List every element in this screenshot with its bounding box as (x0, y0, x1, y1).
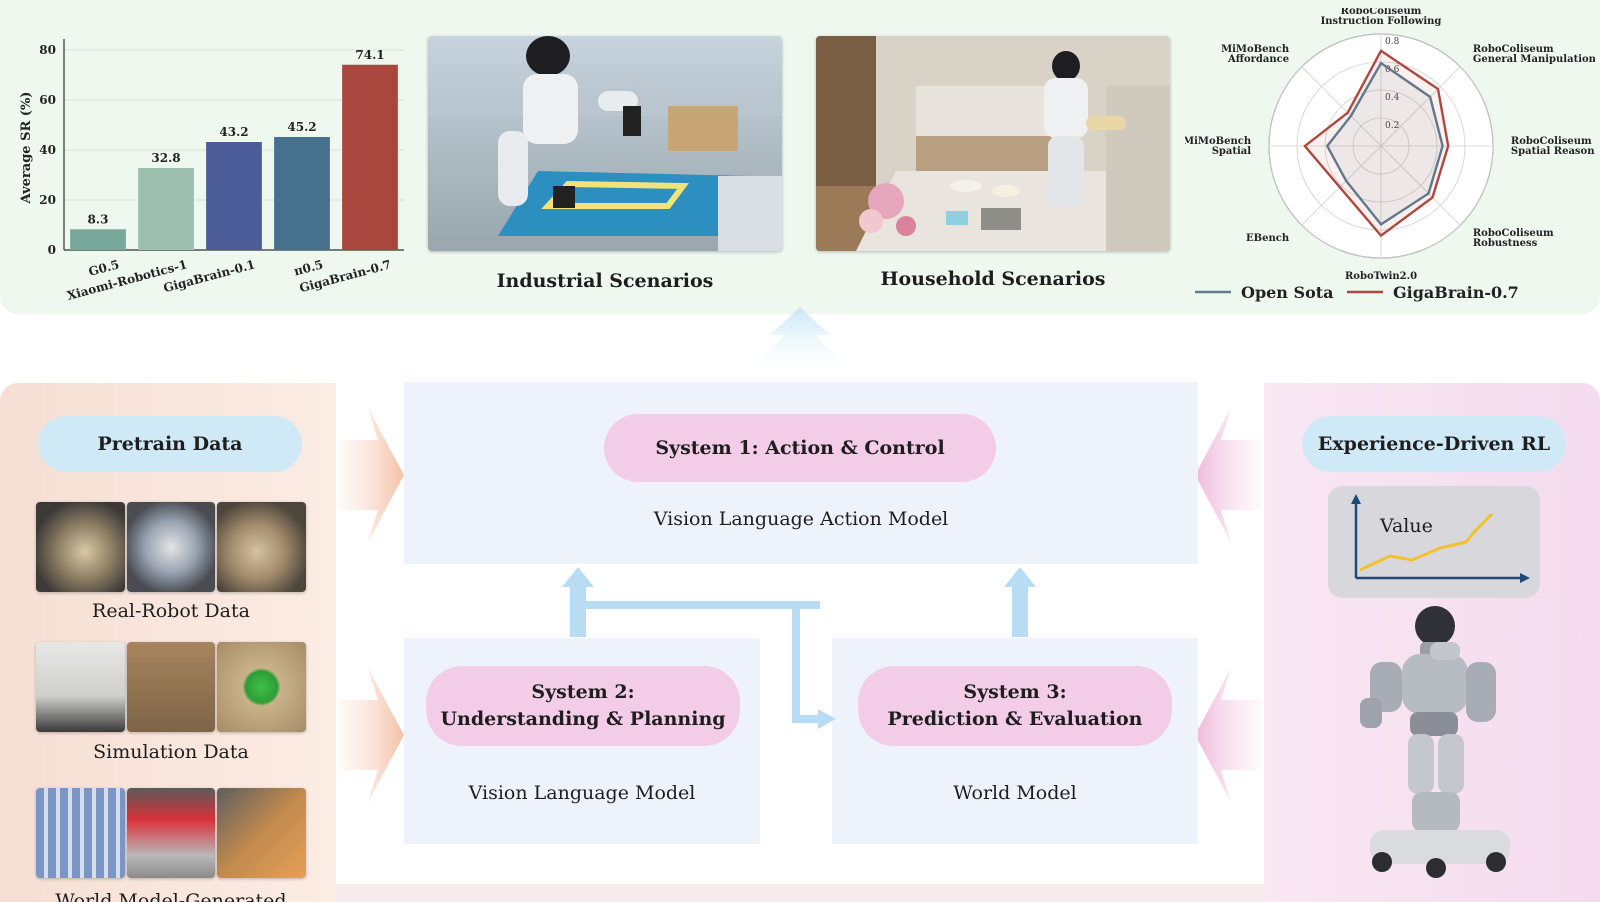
up-arrow-to-results (745, 307, 855, 375)
left-input-arrows (338, 408, 404, 802)
system3-title: System 3: (963, 681, 1067, 703)
simulation-data-label: Simulation Data (93, 741, 249, 763)
radar-axis-label: Spatial Reasoning (1511, 146, 1595, 157)
y-tick-label: 80 (39, 43, 56, 57)
radar-axis-label: RoboColiseum (1473, 228, 1554, 239)
right-input-arrows (1195, 408, 1261, 802)
system3-pill: System 3: Prediction & Evaluation (858, 666, 1172, 746)
y-tick-label: 40 (39, 143, 56, 157)
system3-subtitle: Prediction & Evaluation (887, 708, 1143, 730)
bar-value-label: 74.1 (355, 48, 384, 62)
y-tick-label: 20 (39, 193, 56, 207)
radar-axis-label: General Manipulation (1473, 54, 1595, 65)
radar-spoke (1380, 66, 1461, 147)
simulation-image (126, 642, 216, 732)
bar (274, 137, 330, 250)
bar (342, 64, 398, 250)
value-label: Value (1380, 515, 1433, 537)
radar-axis-label: RoboColiseum (1473, 44, 1554, 55)
radar-axis-label: RoboColiseum (1511, 136, 1592, 147)
radar-spoke (1380, 145, 1461, 226)
system2-title: System 2: (531, 681, 635, 703)
y-tick-label: 0 (48, 243, 56, 257)
y-tick-label: 60 (39, 93, 56, 107)
bar (206, 142, 262, 250)
y-axis-title: Average SR (%) (19, 92, 34, 205)
radar-series-polygon (1303, 49, 1450, 238)
real-robot-image (217, 502, 307, 592)
system3-model-label: World Model (953, 782, 1077, 804)
bar-value-label: 45.2 (287, 120, 316, 134)
world-model-image (217, 788, 307, 878)
radar-axis-label: Spatial (1212, 146, 1252, 157)
radar-spoke (1301, 66, 1382, 147)
system2-pill: System 2: Understanding & Planning (426, 666, 740, 746)
radar-ring-label: 0.8 (1385, 37, 1400, 47)
system1-model-label: Vision Language Action Model (653, 508, 949, 530)
real-robot-image (126, 502, 216, 592)
household-scene-photo (816, 36, 1170, 251)
world-model-image (36, 788, 125, 878)
simulation-thumbnails (36, 642, 307, 732)
value-curve-chart (1351, 494, 1530, 583)
bar (70, 229, 126, 250)
radar-ring-label: 0.4 (1385, 93, 1400, 103)
world-model-image (126, 788, 216, 878)
radar-axis-label: EBench (1246, 233, 1290, 244)
radar-axis-label: RoboTwin2.0 (1345, 271, 1417, 282)
bar (138, 168, 194, 250)
industrial-scene-photo (428, 36, 782, 251)
system2-model-label: Vision Language Model (468, 782, 696, 804)
radar-ring-label: 0.2 (1385, 121, 1399, 131)
humanoid-robot-image (1360, 606, 1510, 878)
simulation-image (217, 642, 307, 732)
system-connection-arrows (562, 567, 1036, 729)
bar-value-label: 43.2 (219, 125, 248, 139)
radar-axis-label: Robustness (1473, 238, 1538, 249)
radar-series-polygon (1325, 61, 1444, 226)
bar-value-label: 32.8 (151, 151, 180, 165)
real-robot-image (36, 502, 125, 592)
system2-subtitle: Understanding & Planning (440, 708, 726, 730)
system1-pill: System 1: Action & Control (604, 414, 996, 482)
simulation-image (36, 642, 125, 732)
radar-axis-label: MiMoBench (1185, 136, 1252, 147)
world-model-thumbnails (36, 788, 307, 878)
real-robot-thumbnails (36, 502, 307, 592)
radar-legend-label: Open Sota (1241, 283, 1334, 302)
world-model-data-label: World Model-Generated Data (55, 890, 287, 902)
radar-legend-label: GigaBrain-0.7 (1393, 283, 1519, 302)
radar-axis-label: Affordance (1227, 54, 1289, 65)
household-scenarios-label: Household Scenarios (880, 268, 1106, 290)
bar-value-label: 8.3 (88, 212, 109, 226)
experience-rl-pill: Experience-Driven RL (1302, 416, 1566, 472)
bottom-strip (336, 884, 1264, 902)
radar-spoke (1301, 145, 1382, 226)
pretrain-data-pill: Pretrain Data (38, 416, 302, 472)
radar-axis-label: RoboColiseum (1341, 8, 1422, 17)
value-chart-card (1328, 486, 1540, 598)
radar-axis-label: MiMoBench (1221, 44, 1290, 55)
real-robot-data-label: Real-Robot Data (92, 600, 250, 622)
industrial-scenarios-label: Industrial Scenarios (496, 270, 714, 292)
radar-axis-label: Instruction Following (1321, 16, 1442, 27)
